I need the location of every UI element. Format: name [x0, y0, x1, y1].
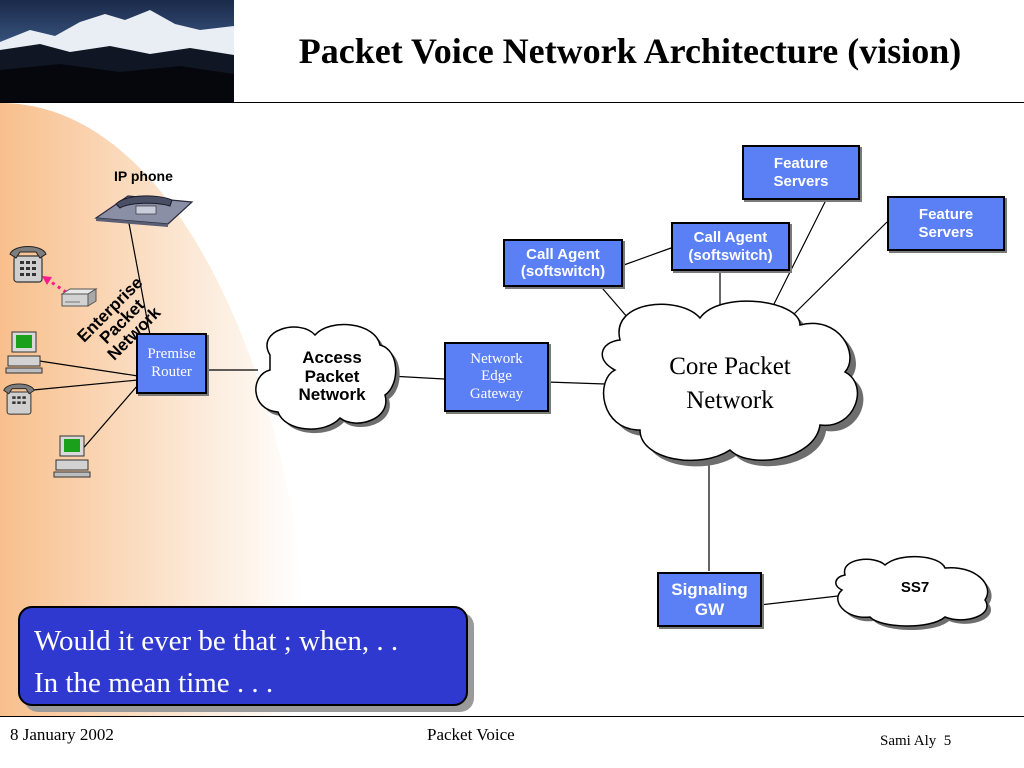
edge-gateway-line: Network	[470, 351, 523, 368]
page-title: Packet Voice Network Architecture (visio…	[298, 31, 962, 71]
arc-background	[0, 103, 302, 716]
mountain-image	[0, 0, 234, 103]
signaling-gw-line: Signaling	[671, 579, 748, 599]
callout-line: In the mean time . . .	[34, 667, 274, 699]
telephone-icon	[9, 246, 47, 283]
call-agent-line: (softswitch)	[520, 263, 606, 280]
core-network-line: Network	[686, 387, 774, 414]
feature-servers-line: Servers	[773, 172, 829, 190]
ip-phone-icon	[94, 195, 194, 227]
call-agent-box: Call Agent(softswitch)	[671, 222, 790, 271]
signaling-gw-line: GW	[694, 599, 725, 619]
feature-servers-line: Feature	[918, 206, 974, 224]
ip-phone-label: IP phone	[114, 168, 173, 184]
edge-gateway-line: Edge	[481, 368, 512, 385]
page-number: 5	[943, 733, 952, 749]
access-network-cloud	[255, 323, 400, 434]
computer-icon	[53, 435, 91, 478]
footer-divider	[0, 716, 1024, 717]
footer-author: Sami Aly 5	[880, 733, 951, 750]
ss7-cloud	[835, 555, 992, 631]
ss7-label: SS7	[900, 579, 930, 596]
premise-router-line: Router	[151, 363, 192, 380]
computer-icon	[5, 331, 43, 374]
call-agent-line: Call Agent	[693, 229, 768, 247]
feature-servers-line: Feature	[773, 155, 829, 173]
core-network-line: Core Packet	[669, 353, 791, 380]
core-network-label: Core Packet Network	[640, 350, 820, 418]
access-network-line: Network	[298, 385, 366, 405]
premise-router-line: Premise	[147, 346, 196, 363]
core-network-cloud	[601, 300, 864, 467]
access-network-line: Access	[302, 348, 362, 367]
footer-title: Packet Voice	[427, 725, 515, 744]
call-agent-box: Call Agent(softswitch)	[503, 239, 623, 287]
access-network-line: Packet	[304, 366, 360, 386]
feature-servers-line: Servers	[918, 223, 974, 241]
pink-dotted-arrow	[42, 276, 73, 298]
call-agent-line: Call Agent	[526, 245, 600, 263]
footer-author-name: Sami Aly	[880, 733, 937, 749]
edge-gateway-line: Gateway	[469, 385, 524, 402]
router-device-icon	[60, 288, 98, 307]
footer-date: 8 January 2002	[10, 725, 114, 744]
callout-line: Would it ever be that ; when, . .	[34, 625, 399, 657]
access-network-label: Access Packet Network	[280, 348, 384, 405]
telephone-icon	[3, 383, 35, 415]
callout-box: Would it ever be that ; when, . . In the…	[18, 606, 468, 706]
call-agent-line: (softswitch)	[688, 246, 773, 264]
title-divider	[0, 102, 1024, 103]
